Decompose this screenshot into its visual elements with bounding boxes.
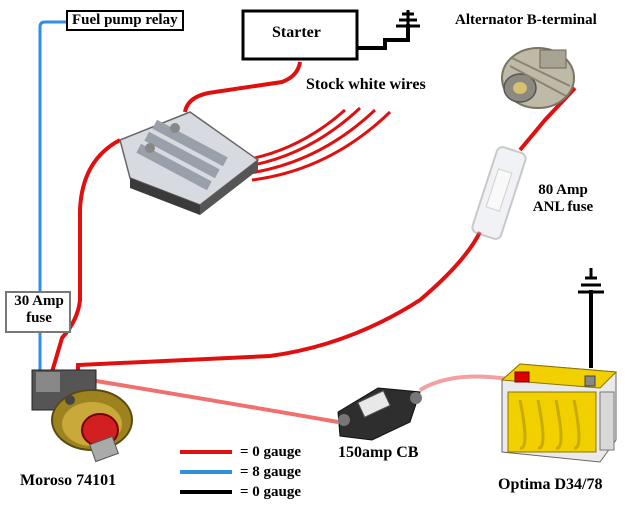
moroso-label: Moroso 74101 bbox=[20, 472, 117, 489]
stock-white-wires-label: Stock white wires bbox=[306, 76, 426, 93]
alternator-label: Alternator B-terminal bbox=[455, 12, 597, 28]
fuel-pump-relay-label: Fuel pump relay bbox=[66, 10, 184, 32]
fuse-80a-label-line1: 80 Amp bbox=[538, 182, 588, 198]
starter-box bbox=[241, 9, 359, 61]
legend-text-blue: = 8 gauge bbox=[240, 464, 302, 480]
red-wire-switch-to-cb bbox=[89, 378, 339, 424]
ground-symbol-battery bbox=[578, 268, 604, 294]
blue-wire-relay-to-fuse bbox=[38, 20, 68, 292]
circuit-breaker-150a bbox=[337, 387, 422, 441]
distribution-block bbox=[119, 111, 260, 215]
legend-lines bbox=[180, 450, 232, 494]
fuse-30a-box bbox=[5, 291, 71, 333]
red-wire-cb-to-battery bbox=[418, 374, 521, 392]
stock-white-wires bbox=[244, 106, 392, 182]
black-ground-starter bbox=[358, 24, 410, 50]
cb150-label: 150amp CB bbox=[338, 444, 419, 461]
starter-label: Starter bbox=[272, 24, 321, 41]
anl-fuse-80a bbox=[471, 146, 527, 240]
fuse-30a-label-line1: 30 Amp bbox=[14, 293, 64, 309]
optima-label: Optima D34/78 bbox=[498, 476, 603, 493]
fuse-80a-label-line2: ANL fuse bbox=[532, 199, 594, 216]
fuse-30a-label: 30 Amp fuse bbox=[8, 293, 70, 328]
legend-text-red: = 0 gauge bbox=[240, 444, 302, 460]
red-wire-block-to-starter bbox=[183, 61, 302, 113]
optima-battery bbox=[500, 363, 618, 463]
fuse-30a-label-line2: fuse bbox=[26, 310, 52, 327]
moroso-switch bbox=[31, 369, 133, 463]
red-wire-switch-to-alternator bbox=[76, 231, 482, 372]
fuse-80a-label: 80 Amp ANL fuse bbox=[518, 182, 608, 217]
ground-symbol-starter bbox=[396, 10, 420, 28]
red-wire-switch-to-block bbox=[50, 138, 121, 373]
legend-text-black: = 0 gauge bbox=[240, 484, 302, 500]
alternator-image bbox=[501, 47, 575, 109]
